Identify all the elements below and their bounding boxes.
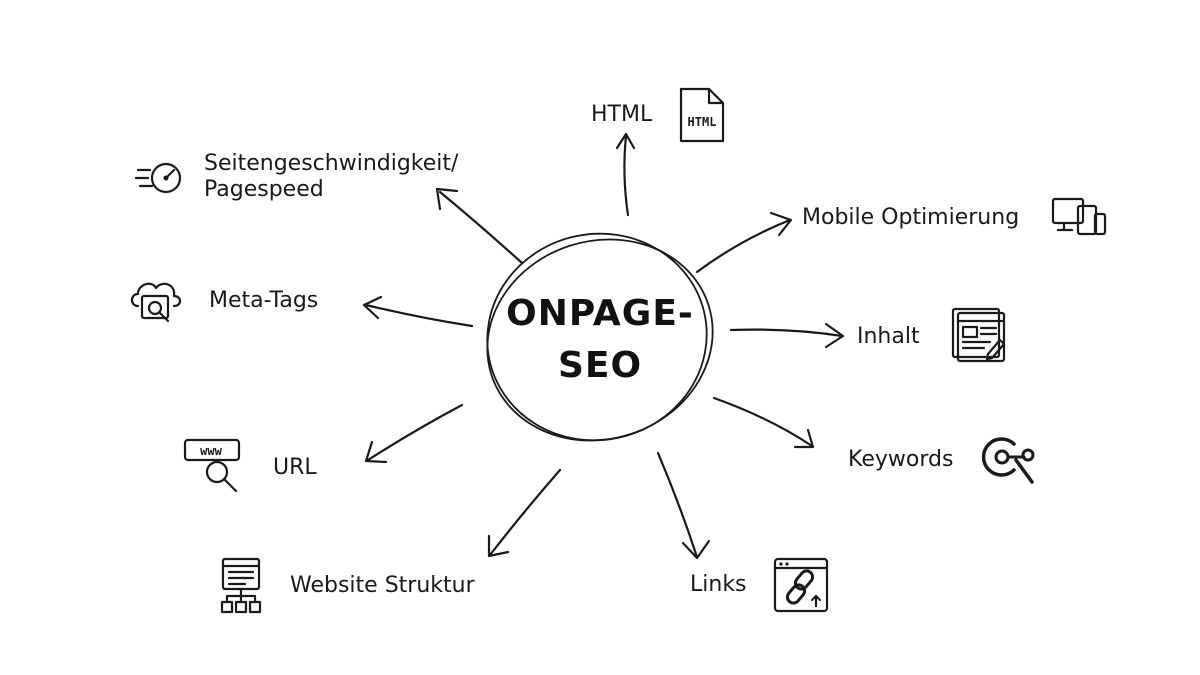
html-file-icon: HTML — [679, 87, 725, 143]
center-ellipse — [486, 232, 714, 442]
arrow-pagespeed — [435, 187, 524, 265]
content-edit-icon — [951, 307, 1006, 363]
chain-link-icon — [773, 557, 829, 613]
label-mobile: Mobile Optimierung — [802, 205, 1020, 230]
label-inhalt: Inhalt — [857, 324, 920, 349]
label-url: URL — [273, 455, 317, 480]
speedometer-icon — [134, 162, 182, 194]
url-icon-text: www — [200, 444, 222, 458]
arrow-inhalt — [729, 322, 845, 349]
label-pagespeed-line2: Pagespeed — [204, 177, 324, 202]
center-title-line2: SEO — [557, 345, 643, 386]
arrow-url — [364, 403, 464, 464]
label-links: Links — [690, 572, 747, 597]
center-title: ONPAGE- SEO — [480, 288, 720, 392]
arrow-mobile — [695, 211, 793, 274]
label-keywords: Keywords — [848, 447, 954, 472]
arrow-keywords — [712, 396, 815, 449]
arrow-html — [615, 132, 636, 217]
devices-icon — [1051, 197, 1107, 236]
label-metatags: Meta-Tags — [209, 288, 319, 313]
sitemap-icon — [220, 557, 262, 614]
label-html: HTML — [591, 102, 653, 127]
arrow-metatags — [362, 295, 474, 328]
label-website-struktur: Website Struktur — [290, 573, 475, 598]
html-file-icon-text: HTML — [688, 115, 717, 129]
center-title-line1: ONPAGE- — [506, 293, 694, 334]
arrow-website-struktur — [487, 468, 562, 558]
cloud-search-icon — [130, 282, 182, 323]
label-pagespeed-line1: Seitengeschwindigkeit/ — [204, 151, 459, 176]
key-search-icon — [981, 437, 1035, 484]
url-search-icon: www — [183, 438, 241, 493]
arrow-links — [656, 451, 711, 560]
